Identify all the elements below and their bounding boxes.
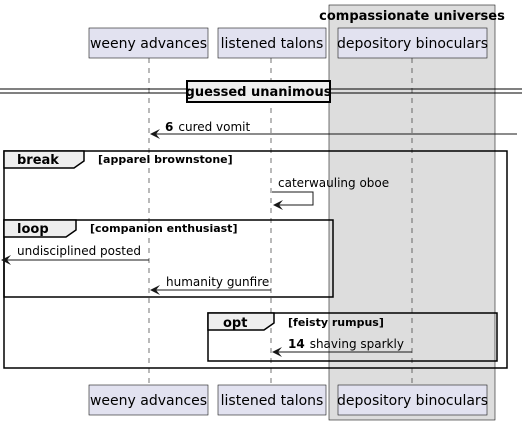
frame-loop: loop [companion enthusiast] — [3, 219, 334, 298]
divider: guessed unanimous — [0, 80, 522, 103]
message-caterwauling-oboe: caterwauling oboe — [272, 176, 389, 210]
message-humanity-gunfire: humanity gunfire — [150, 275, 271, 295]
message-label: humanity gunfire — [166, 275, 269, 289]
frame-condition: [feisty rumpus] — [288, 316, 384, 329]
divider-label: guessed unanimous — [186, 85, 332, 100]
participant-label: weeny advances — [90, 36, 207, 52]
frame-kind-label: break — [17, 153, 59, 168]
participant-weeny-advances-bottom[interactable]: weeny advances — [88, 384, 209, 416]
participant-label: listened talons — [221, 393, 324, 409]
participant-listened-talons-top[interactable]: listened talons — [217, 27, 327, 59]
message-label: undisciplined posted — [17, 244, 141, 258]
frame-kind-label: loop — [17, 222, 49, 237]
participant-depository-binoculars-bottom[interactable]: depository binoculars — [337, 384, 488, 416]
participant-label: weeny advances — [90, 393, 207, 409]
participant-weeny-advances-top[interactable]: weeny advances — [88, 27, 209, 59]
frame-condition: [companion enthusiast] — [90, 222, 237, 235]
frame-condition: [apparel brownstone] — [98, 153, 233, 166]
frame-opt: opt [feisty rumpus] — [207, 312, 498, 362]
participant-listened-talons-bottom[interactable]: listened talons — [217, 384, 327, 416]
participant-depository-binoculars-top[interactable]: depository binoculars — [337, 27, 488, 59]
participant-group-title: compassionate universes — [319, 9, 505, 24]
message-label: caterwauling oboe — [278, 176, 389, 190]
message-undisciplined-posted: undisciplined posted — [1, 244, 149, 265]
participant-label: listened talons — [221, 36, 324, 52]
participant-label: depository binoculars — [337, 36, 488, 52]
frame-kind-label: opt — [223, 316, 247, 331]
participant-label: depository binoculars — [337, 393, 488, 409]
